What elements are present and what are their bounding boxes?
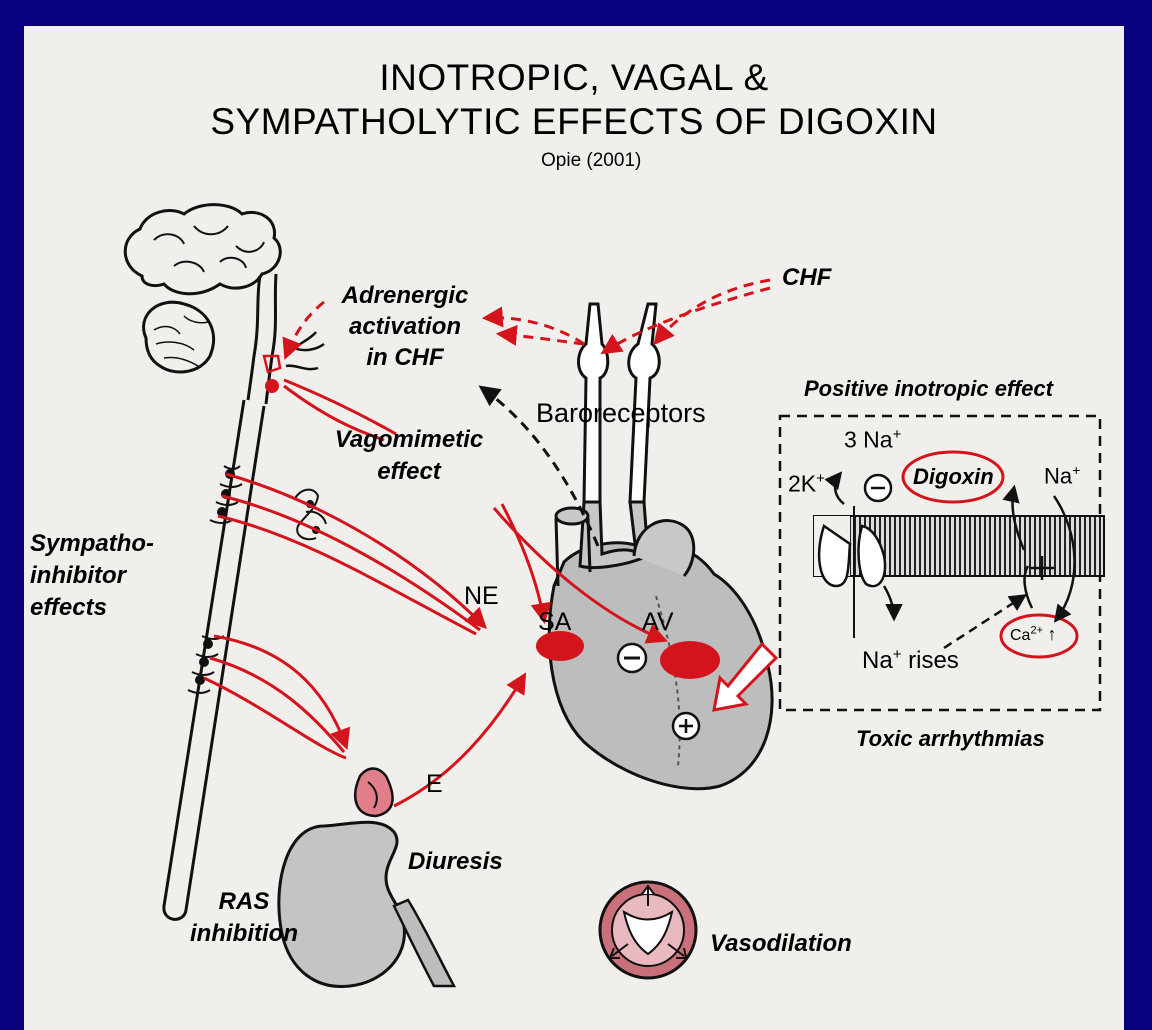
vagomimetic-line-2: effect	[334, 458, 484, 486]
sympathetic-line-3	[218, 516, 476, 634]
diagram-drawing	[24, 26, 1124, 1030]
vagal-to-sa-arrow	[502, 504, 544, 620]
adrenergic-line-2: activation	[330, 313, 480, 341]
baroreceptors-label: Baroreceptors	[536, 398, 706, 429]
cerebellum-icon	[144, 302, 214, 372]
digoxin-label: Digoxin	[913, 464, 994, 490]
sympatho-line-3: effects	[30, 594, 107, 622]
vagal-nucleus-dot	[265, 379, 279, 393]
e-label: E	[426, 770, 443, 799]
title-line-2: SYMPATHOLYTIC EFFECTS OF DIGOXIN	[124, 102, 1024, 142]
adrenergic-line-1: Adrenergic	[330, 282, 480, 310]
figure-page: INOTROPIC, VAGAL & SYMPATHOLYTIC EFFECTS…	[24, 26, 1124, 1030]
sympathetic-line-6	[204, 678, 346, 758]
title-line-1: INOTROPIC, VAGAL &	[124, 58, 1024, 98]
vagomimetic-line-1: Vagomimetic	[334, 426, 484, 454]
na-rises-label: Na+ rises	[862, 646, 959, 675]
na-plus-label: Na+	[1044, 462, 1080, 489]
three-na-label: 3 Na+	[844, 426, 901, 454]
e-arrow	[394, 676, 524, 806]
sympathetic-line-5	[210, 658, 344, 752]
sympatho-line-2: inhibitor	[30, 562, 126, 590]
two-k-label: 2K+	[788, 470, 825, 498]
ras-line-2: inhibition	[174, 920, 314, 948]
chf-label: CHF	[782, 264, 831, 292]
positive-inotropic-label: Positive inotropic effect	[804, 376, 1053, 402]
kidney-icon	[279, 822, 405, 986]
sympatho-line-1: Sympatho-	[30, 530, 154, 558]
av-label: AV	[642, 608, 674, 637]
vasodilation-label: Vasodilation	[710, 930, 852, 958]
vessel-cross-section-icon	[600, 882, 696, 978]
toxic-arrhythmias-label: Toxic arrhythmias	[856, 726, 1045, 752]
ne-label: NE	[464, 582, 499, 611]
adrenergic-line-3: in CHF	[330, 344, 480, 372]
sa-label: SA	[538, 608, 571, 637]
av-node	[660, 641, 720, 679]
adrenal-gland-icon	[355, 769, 392, 817]
diuresis-label: Diuresis	[408, 848, 503, 876]
ras-line-1: RAS	[194, 888, 294, 916]
ca-label: Ca2+ ↑	[1010, 624, 1056, 645]
sympathetic-line-2	[222, 496, 480, 630]
source-citation: Opie (2001)	[541, 150, 641, 172]
